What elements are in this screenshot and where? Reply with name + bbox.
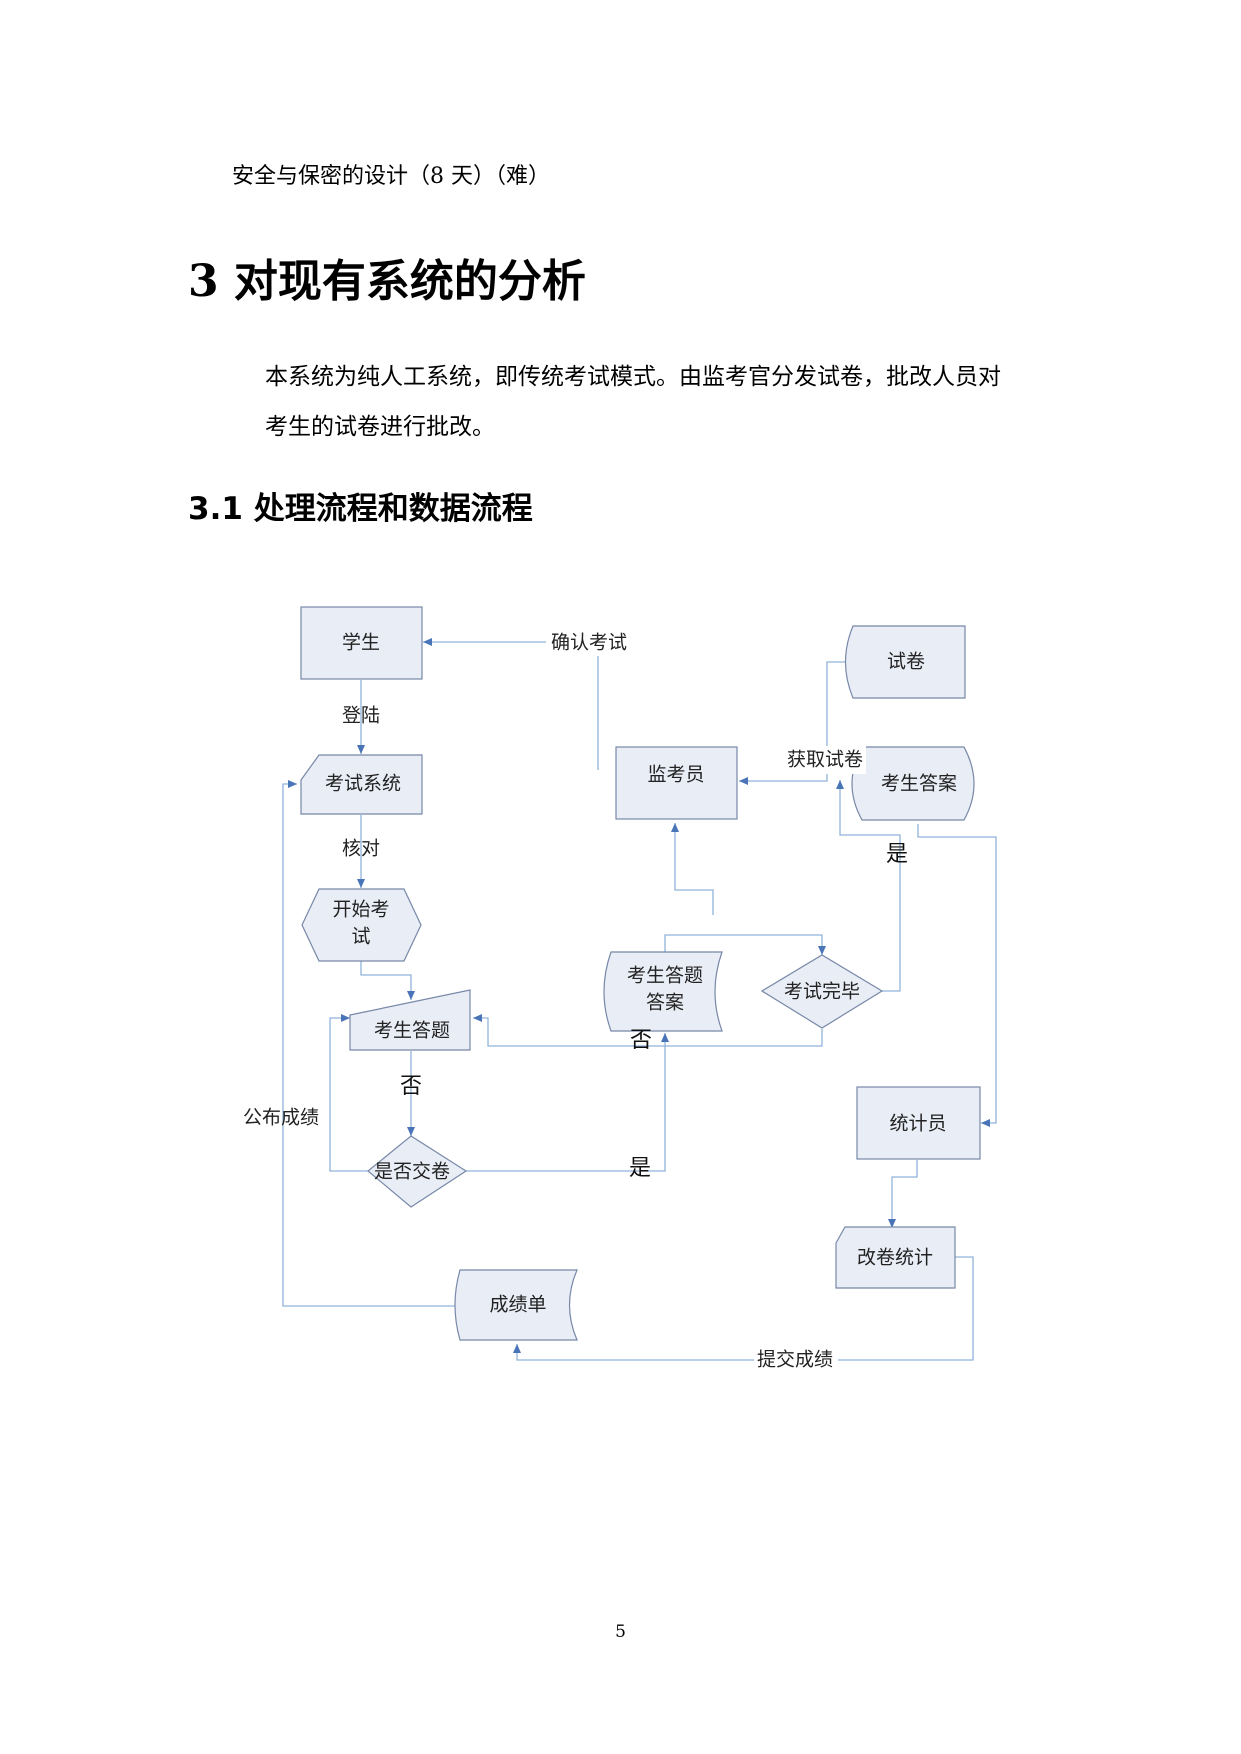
edge-label-done-no: 否 bbox=[630, 1028, 652, 1053]
node-start-exam-label-2: 试 bbox=[351, 926, 370, 948]
edge-submit-no-loop bbox=[329, 1014, 368, 1172]
edge-label-submit-scores: 提交成绩 bbox=[757, 1349, 833, 1371]
node-grading-stats-label: 改卷统计 bbox=[857, 1247, 933, 1269]
node-paper-label: 试卷 bbox=[887, 651, 925, 673]
edge-label-confirm: 确认考试 bbox=[551, 632, 627, 654]
previous-list-item: 安全与保密的设计（8 天）（难） bbox=[232, 164, 550, 189]
node-submit-label: 是否交卷 bbox=[374, 1161, 450, 1183]
page-number: 5 bbox=[615, 1622, 626, 1642]
node-statistician-label: 统计员 bbox=[889, 1113, 946, 1135]
edge-label-publish: 公布成绩 bbox=[243, 1107, 319, 1129]
node-candidate-answers-label: 考生答案 bbox=[881, 773, 957, 795]
edge-confirm bbox=[423, 638, 599, 770]
node-answer-doc-label-2: 答案 bbox=[646, 992, 684, 1014]
edge-answers-to-stat bbox=[917, 824, 997, 1127]
edge-get-paper bbox=[739, 661, 848, 785]
edge-label-verify: 核对 bbox=[342, 838, 380, 860]
node-exam-done-label: 考试完毕 bbox=[784, 981, 860, 1003]
edge-submit-yes bbox=[466, 1033, 669, 1172]
section-heading: 3 对现有系统的分析 bbox=[188, 256, 586, 307]
edge-done-yes bbox=[836, 780, 901, 992]
node-exam-system bbox=[300, 754, 423, 815]
edge-proctor-up bbox=[671, 823, 714, 915]
edge-submit-scores bbox=[513, 1256, 974, 1361]
edge-label-login: 登陆 bbox=[342, 705, 380, 727]
node-answer-label: 考生答题 bbox=[374, 1020, 450, 1042]
node-proctor-label: 监考员 bbox=[647, 764, 704, 786]
paragraph-line-2: 考生的试卷进行批改。 bbox=[265, 414, 495, 440]
node-exam-done bbox=[760, 954, 884, 1029]
node-exam-system-label: 考试系统 bbox=[325, 773, 401, 795]
node-student-label: 学生 bbox=[342, 632, 380, 654]
node-submit-decision bbox=[367, 1135, 468, 1208]
node-start-exam-label-1: 开始考 bbox=[332, 899, 389, 921]
edge-done-no bbox=[473, 1014, 823, 1047]
node-report bbox=[454, 1269, 578, 1341]
edge-doc-to-done bbox=[664, 934, 826, 955]
node-student bbox=[300, 606, 423, 680]
edge-label-done-yes: 是 bbox=[886, 842, 908, 867]
node-proctor bbox=[615, 746, 738, 820]
section-paragraph: 本系统为纯人工系统，即传统考试模式。由监考官分发试卷，批改人员对 考生的试卷进行… bbox=[265, 352, 1065, 452]
edge-start-to-answer bbox=[360, 961, 415, 1000]
paragraph-line-1: 本系统为纯人工系统，即传统考试模式。由监考官分发试卷，批改人员对 bbox=[265, 364, 1001, 390]
node-report-label: 成绩单 bbox=[489, 1294, 546, 1316]
edge-label-get-paper: 获取试卷 bbox=[787, 749, 863, 771]
node-start-exam bbox=[301, 888, 422, 962]
node-answer bbox=[349, 989, 471, 1051]
node-grading-stats bbox=[835, 1226, 956, 1289]
node-statistician bbox=[856, 1086, 981, 1160]
node-answer-doc bbox=[603, 951, 723, 1032]
edge-publish-scores bbox=[282, 780, 460, 1307]
edge-stat-to-grading bbox=[888, 1160, 918, 1228]
node-paper bbox=[844, 625, 966, 699]
subsection-heading: 3.1 处理流程和数据流程 bbox=[188, 491, 533, 527]
edge-label-submit-yes: 是 bbox=[629, 1156, 651, 1181]
edge-label-submit-no: 否 bbox=[400, 1074, 422, 1099]
node-answer-doc-label-1: 考生答题 bbox=[627, 965, 703, 987]
